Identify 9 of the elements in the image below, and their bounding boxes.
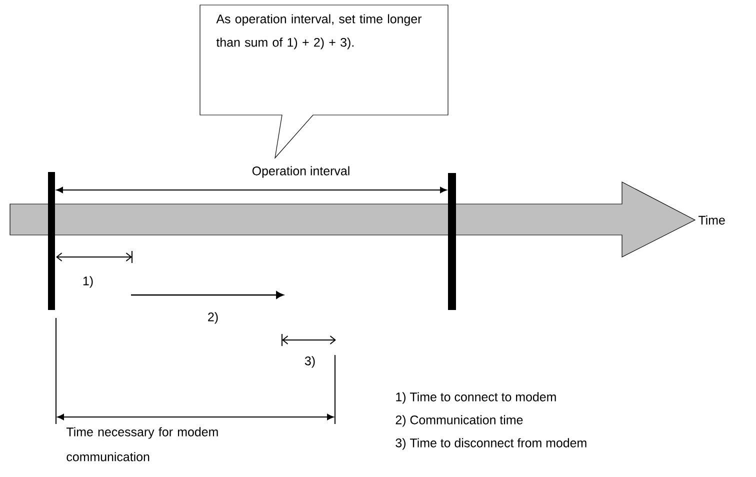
callout-bubble: As operation interval, set time longer than sum of 1) + 2) + 3). (200, 4, 448, 159)
axis-label: Time (698, 215, 725, 225)
key-text: 1) Time to connect to modem (396, 392, 556, 404)
key-text: 2) Communication time (396, 415, 523, 427)
dimension-label: Time necessary for modem communication (66, 427, 218, 462)
callout-number: 1) (83, 276, 93, 288)
callout-number: 2) (208, 312, 218, 324)
callout-number: 3) (304, 356, 315, 368)
key-text: 3) Time to disconnect from modem (396, 438, 586, 450)
